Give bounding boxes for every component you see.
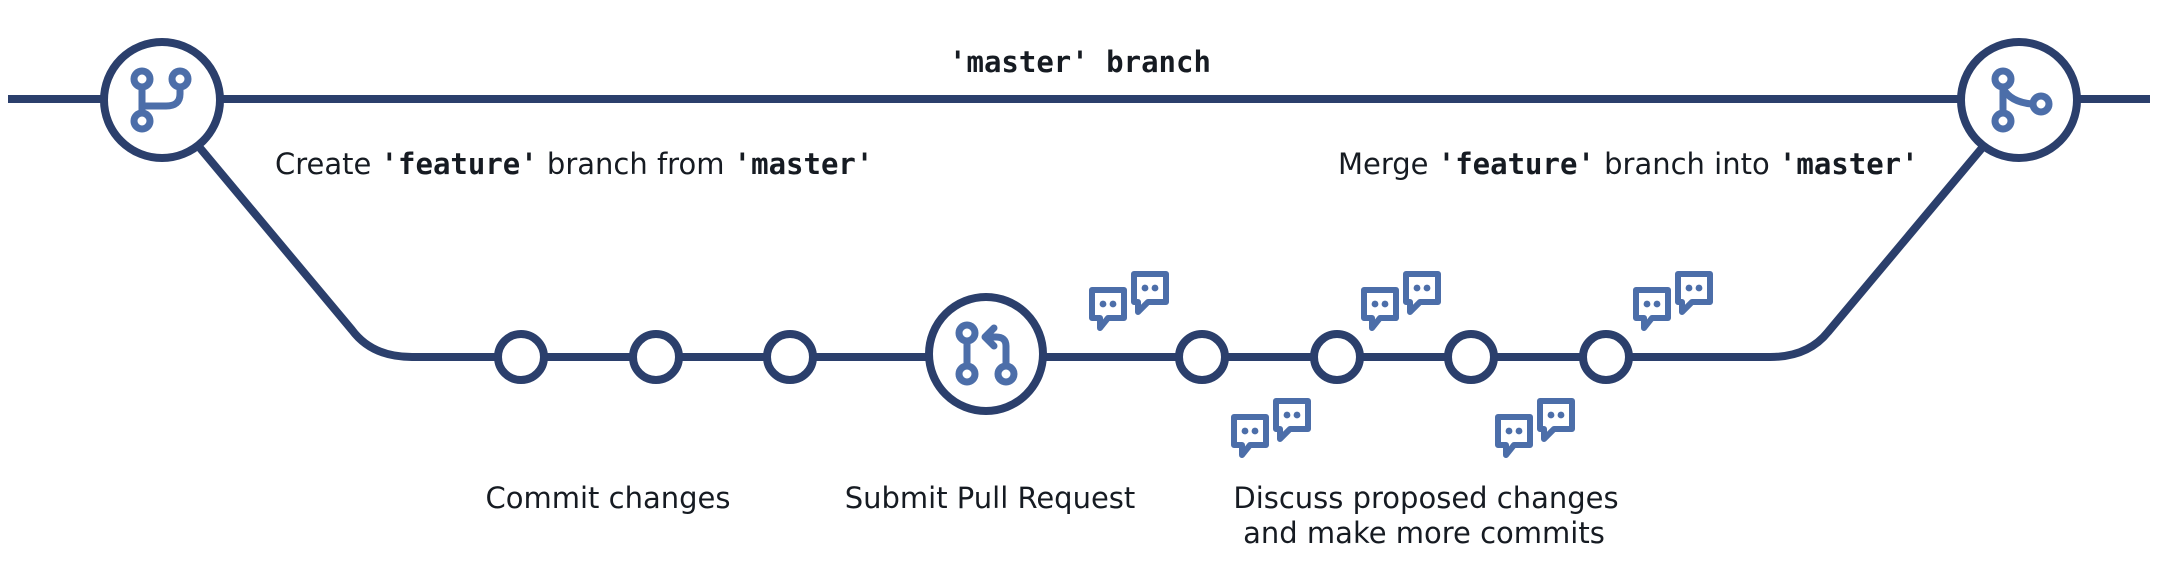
commit-node <box>494 330 548 384</box>
commit-changes-label: Commit changes <box>486 481 731 515</box>
commit-node <box>1444 330 1498 384</box>
branch-start-node <box>100 38 224 162</box>
submit-pull-request-label: Submit Pull Request <box>845 481 1136 515</box>
feature-branch-line <box>196 145 1986 361</box>
commit-node <box>1175 330 1229 384</box>
commit-node <box>629 330 683 384</box>
pull-request-icon <box>955 321 1018 386</box>
comment-discussion-icon <box>1364 274 1438 328</box>
commit-node <box>1310 330 1364 384</box>
make-more-commits-label: and make more commits <box>1243 516 1605 550</box>
commit-node <box>763 330 817 384</box>
create-branch-label: Create 'feature' branch from 'master' <box>275 147 873 181</box>
comment-discussion-icon <box>1234 401 1308 455</box>
git-branch-icon <box>130 67 192 133</box>
master-branch-label: 'master' branch <box>949 45 1211 79</box>
discuss-changes-label: Discuss proposed changes <box>1233 481 1618 515</box>
pull-request-node <box>925 293 1047 415</box>
merge-end-node <box>1957 38 2081 162</box>
git-merge-icon <box>1991 67 2053 133</box>
comment-discussion-icon <box>1636 274 1710 328</box>
comment-discussion-icon <box>1092 274 1166 328</box>
comment-discussion-icon <box>1498 401 1572 455</box>
merge-branch-label: Merge 'feature' branch into 'master' <box>1338 147 1919 181</box>
commit-node <box>1579 330 1633 384</box>
